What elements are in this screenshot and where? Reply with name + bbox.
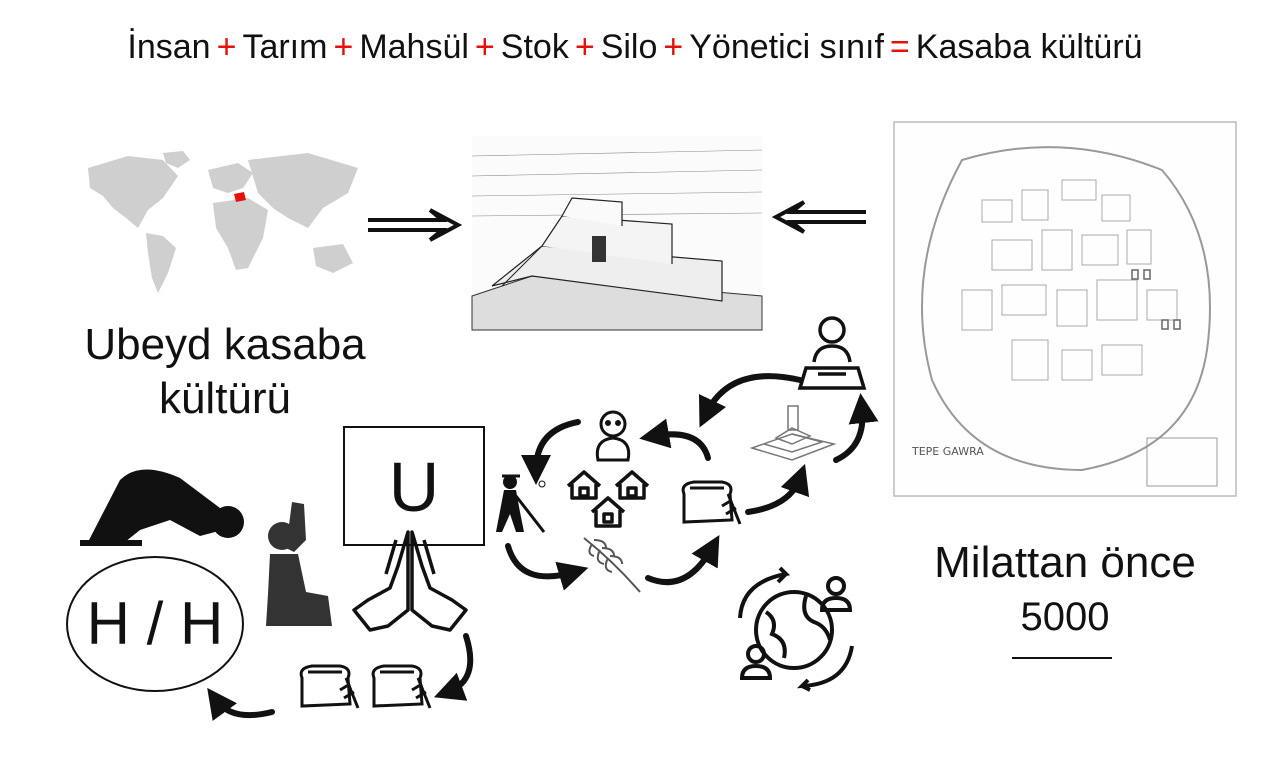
term-mahsul: Mahsül bbox=[359, 28, 469, 66]
praying-hands-icon bbox=[352, 530, 468, 632]
mesopotamia-highlight bbox=[234, 192, 246, 202]
arrow-sack-to-temple bbox=[745, 463, 810, 515]
global-exchange-icon bbox=[738, 566, 854, 692]
term-yonetici-sinif: Yönetici sınıf bbox=[689, 28, 884, 66]
arrow-temple-to-leader bbox=[833, 393, 879, 463]
left-caption: Ubeyd kasaba kültürü bbox=[60, 318, 390, 426]
date-line2: 5000 bbox=[1020, 595, 1110, 639]
grain-sack-icon bbox=[299, 664, 360, 709]
asia bbox=[248, 153, 358, 228]
date-caption: Milattan önce 5000 bbox=[905, 536, 1225, 644]
plus-sign: + bbox=[663, 28, 684, 66]
plus-sign: + bbox=[333, 28, 354, 66]
hh-ellipse: H / H bbox=[66, 556, 244, 692]
tepe-gawra-plan: TEPE GAWRA bbox=[893, 121, 1237, 497]
ziggurat-illustration bbox=[471, 136, 763, 331]
double-arrow-right-icon bbox=[368, 208, 463, 242]
plus-sign: + bbox=[216, 28, 237, 66]
europe bbox=[208, 163, 253, 193]
left-caption-line1: Ubeyd kasaba bbox=[84, 320, 366, 369]
baby-icon bbox=[595, 410, 631, 462]
arrow-wheat-to-sack bbox=[645, 534, 720, 586]
term-insan: İnsan bbox=[127, 28, 211, 66]
arrow-sack-to-baby bbox=[639, 418, 711, 461]
left-caption-line2: kültürü bbox=[158, 374, 292, 423]
plan-label: TEPE GAWRA bbox=[911, 445, 984, 458]
arrow-sacks-to-hh bbox=[207, 687, 275, 721]
south-america bbox=[146, 233, 176, 293]
term-stok: Stok bbox=[500, 28, 569, 66]
africa bbox=[213, 198, 268, 270]
double-arrow-left-icon bbox=[771, 200, 866, 234]
prostrating-person-icon bbox=[80, 469, 244, 546]
north-america bbox=[88, 156, 178, 228]
world-map bbox=[88, 151, 358, 293]
houses-icon bbox=[566, 470, 650, 528]
australia bbox=[313, 244, 353, 273]
temple-icon bbox=[749, 405, 837, 461]
meditating-leader-icon bbox=[797, 316, 867, 390]
kneeling-praying-person-icon bbox=[266, 502, 332, 626]
plus-sign: + bbox=[574, 28, 595, 66]
greenland bbox=[163, 151, 190, 168]
equals-sign: = bbox=[889, 28, 910, 66]
arrow-farmer-to-wheat bbox=[505, 543, 589, 591]
date-underline bbox=[1012, 657, 1112, 659]
term-kasaba-kulturu: Kasaba kültürü bbox=[915, 28, 1143, 66]
plus-sign: + bbox=[474, 28, 495, 66]
arrow-baby-to-farmer bbox=[521, 419, 581, 485]
wheat-icon bbox=[583, 537, 641, 593]
term-silo: Silo bbox=[600, 28, 658, 66]
date-line1: Milattan önce bbox=[934, 538, 1196, 587]
title-equation: İnsan+Tarım+Mahsül+Stok+Silo+Yönetici sı… bbox=[0, 28, 1270, 67]
arrow-leader-to-sack bbox=[698, 373, 803, 428]
grain-sack-icon bbox=[371, 664, 432, 709]
term-tarim: Tarım bbox=[242, 28, 328, 66]
arrow-hands-to-sacks bbox=[433, 633, 474, 701]
grain-sack-icon bbox=[681, 480, 742, 525]
